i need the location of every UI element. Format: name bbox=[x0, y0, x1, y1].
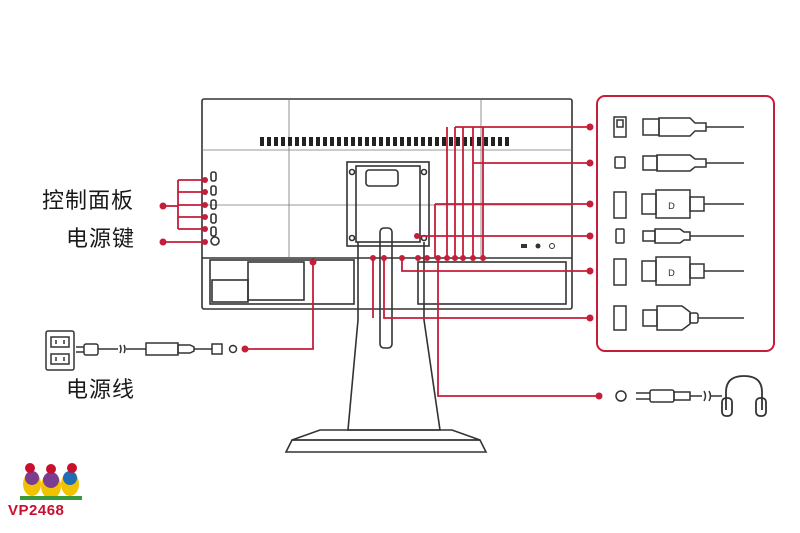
usb-type-b-icon bbox=[614, 154, 744, 172]
control-buttons bbox=[210, 171, 220, 246]
displayport-icon: D bbox=[613, 189, 744, 219]
power-cord-icon bbox=[76, 342, 238, 356]
monitor-ports bbox=[521, 243, 555, 249]
monitor-back bbox=[201, 98, 573, 310]
power-key-label: 电源键 bbox=[66, 227, 136, 252]
power-outlet-icon bbox=[45, 330, 75, 371]
control-panel-label: 控制面板 bbox=[42, 189, 135, 214]
svg-text:D: D bbox=[668, 269, 675, 279]
headphones-icon bbox=[721, 375, 767, 417]
hdmi-icon bbox=[613, 305, 744, 331]
svg-text:D: D bbox=[668, 202, 675, 212]
audio-cable-icon bbox=[615, 389, 722, 403]
model-label: VP2468 bbox=[8, 502, 65, 519]
mini-displayport-icon bbox=[615, 228, 744, 244]
vent-slots bbox=[260, 137, 509, 146]
power-cord-label: 电源线 bbox=[66, 378, 136, 403]
port-panel bbox=[596, 95, 775, 352]
connector-dots bbox=[159, 123, 603, 400]
usb-type-a-icon bbox=[613, 116, 744, 138]
monitor-stand bbox=[284, 161, 488, 453]
connector-lines bbox=[162, 126, 599, 397]
viewsonic-birds-logo-icon bbox=[20, 463, 82, 500]
displayport-icon: D bbox=[613, 256, 744, 286]
